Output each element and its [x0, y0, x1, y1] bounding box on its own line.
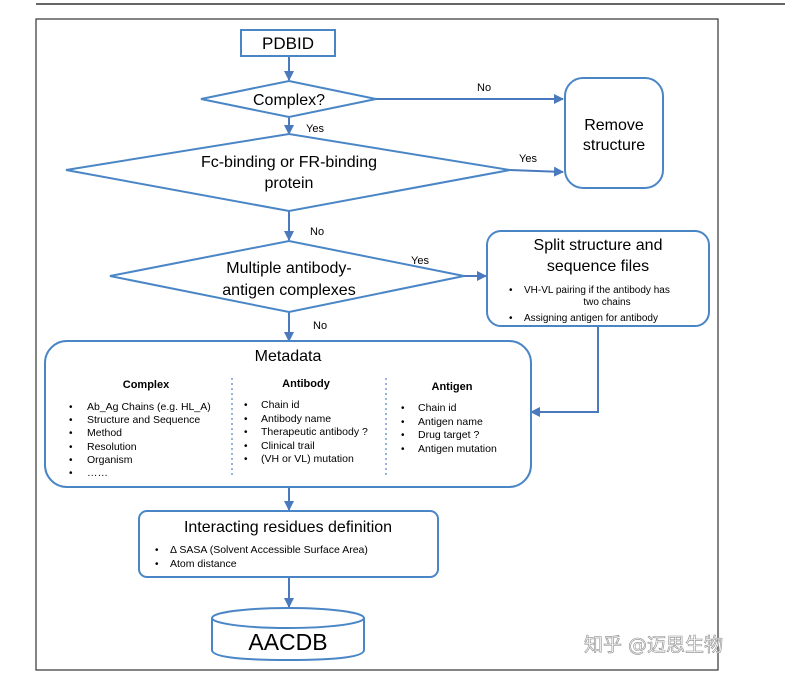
node-remove-structure: Remove structure	[564, 77, 664, 189]
node-interacting-item: Atom distance	[170, 558, 237, 570]
metadata-antigen-list: • Chain id • Antigen name • Drug target …	[401, 402, 497, 455]
metadata-antigen-item: Antigen name	[418, 416, 483, 428]
bullet: •	[509, 313, 513, 324]
node-aacdb-database: AACDB	[211, 607, 365, 662]
node-split-item2: Assigning antigen for antibody	[524, 313, 658, 324]
node-split-files: Split structure and sequence files • VH-…	[486, 230, 710, 327]
label-complex-no: No	[477, 82, 491, 94]
label-fc-no: No	[310, 226, 324, 238]
bullet: •	[244, 454, 248, 465]
metadata-antibody-item: Therapeutic antibody ?	[261, 426, 368, 438]
bullet: •	[244, 441, 248, 452]
bullet: •	[155, 545, 159, 556]
bullet: •	[509, 285, 513, 296]
node-aacdb-label: AACDB	[248, 629, 327, 655]
node-remove-line2: structure	[583, 137, 645, 154]
bullet: •	[69, 402, 73, 413]
node-split-title-line2: sequence files	[547, 258, 649, 275]
metadata-complex-item: Resolution	[87, 441, 137, 453]
metadata-antigen-item: Drug target ?	[418, 429, 479, 441]
node-metadata: Metadata Complex Antibody Antigen • Ab_A…	[44, 340, 532, 488]
bullet: •	[244, 400, 248, 411]
metadata-antibody-item: Chain id	[261, 399, 300, 411]
connectors	[284, 56, 599, 608]
node-remove-line1: Remove	[584, 117, 644, 134]
node-interacting-residues: Interacting residues definition • Δ SASA…	[138, 510, 439, 578]
node-interacting-item: Δ SASA (Solvent Accessible Surface Area)	[170, 544, 368, 556]
metadata-antibody-item: Antibody name	[261, 413, 331, 425]
metadata-complex-item: Organism	[87, 454, 133, 466]
label-multi-yes: Yes	[411, 255, 429, 267]
bullet: •	[69, 415, 73, 426]
metadata-antigen-item: Antigen mutation	[418, 443, 497, 455]
bullet: •	[244, 414, 248, 425]
node-multiple-complexes: Multiple antibody- antigen complexes	[109, 239, 465, 314]
metadata-antibody-item: (VH or VL) mutation	[261, 453, 354, 465]
node-fc-binding-line1: Fc-binding or FR-binding	[201, 154, 377, 171]
bullet: •	[69, 442, 73, 453]
node-fc-binding: Fc-binding or FR-binding protein	[65, 132, 511, 213]
bullet: •	[69, 428, 73, 439]
metadata-complex-item: Structure and Sequence	[87, 414, 200, 426]
node-split-title-line1: Split structure and	[534, 237, 663, 254]
bullet: •	[69, 455, 73, 466]
metadata-heading-complex: Complex	[123, 379, 170, 391]
node-fc-binding-line2: protein	[265, 175, 314, 192]
metadata-complex-item: Ab_Ag Chains (e.g. HL_A)	[87, 401, 211, 413]
arrow-fc-yes	[509, 166, 564, 177]
node-interacting-title: Interacting residues definition	[184, 519, 392, 536]
node-pdbid: PDBID	[240, 29, 336, 57]
metadata-antibody-list: • Chain id • Antibody name • Therapeutic…	[244, 399, 368, 465]
node-metadata-title: Metadata	[255, 348, 322, 365]
watermark-text: 知乎 @迈思生物	[584, 634, 723, 656]
arrow-split-to-metadata	[530, 326, 599, 417]
bullet: •	[401, 430, 405, 441]
metadata-antigen-item: Chain id	[418, 402, 457, 414]
node-split-item1-line2: two chains	[583, 297, 630, 308]
bullet: •	[244, 427, 248, 438]
node-multiple-line1: Multiple antibody-	[226, 260, 351, 277]
bullet: •	[69, 468, 73, 479]
node-complex-question-label: Complex?	[253, 92, 325, 109]
label-fc-yes: Yes	[519, 153, 537, 165]
bullet: •	[401, 403, 405, 414]
metadata-complex-list: • Ab_Ag Chains (e.g. HL_A) • Structure a…	[69, 401, 211, 479]
node-complex-question: Complex?	[200, 79, 377, 119]
node-pdbid-label: PDBID	[262, 34, 314, 53]
label-multi-no: No	[313, 320, 327, 332]
bullet: •	[401, 417, 405, 428]
metadata-complex-item: ……	[87, 467, 108, 479]
metadata-heading-antibody: Antibody	[282, 378, 331, 390]
metadata-complex-item: Method	[87, 427, 122, 439]
bullet: •	[155, 559, 159, 570]
node-multiple-line2: antigen complexes	[222, 282, 355, 299]
label-complex-yes: Yes	[306, 123, 324, 135]
node-split-item1-line1: VH-VL pairing if the antibody has	[524, 285, 670, 296]
metadata-antibody-item: Clinical trail	[261, 440, 315, 452]
metadata-heading-antigen: Antigen	[432, 381, 473, 393]
bullet: •	[401, 444, 405, 455]
diagram-frame	[35, 18, 719, 671]
